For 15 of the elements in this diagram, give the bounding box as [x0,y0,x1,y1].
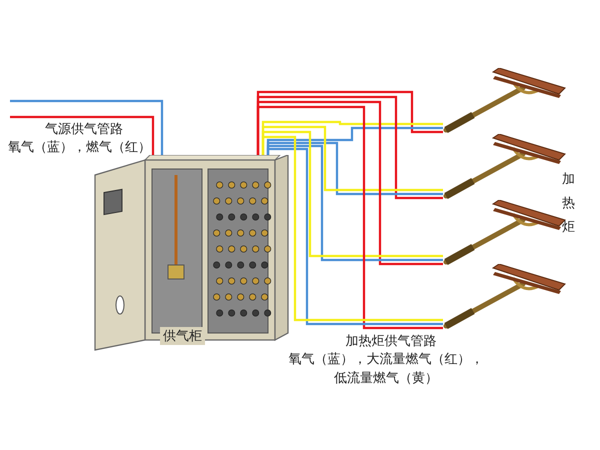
pipe-line [10,100,164,155]
gas-legend-text: 氧气（蓝），燃气（红） [8,139,151,156]
pipe-line [262,130,443,258]
pipe-line [266,144,443,262]
torch-label: 加热炬 [562,171,576,237]
pipe-line [262,126,443,192]
pipe-line [256,96,443,200]
pipe-line [266,142,443,196]
pipe-line [10,116,154,155]
pipe-caption: 加热炬供气管路 [344,333,438,351]
pipe-caption: 气源供气管路 [45,121,123,138]
cabinet-label: 供气柜 [160,327,205,345]
gas-legend-text: 氧气（蓝），大流量燃气（红），低流量燃气（黄） [288,351,484,388]
pipe-line [256,100,443,266]
pipe-line [256,106,443,330]
